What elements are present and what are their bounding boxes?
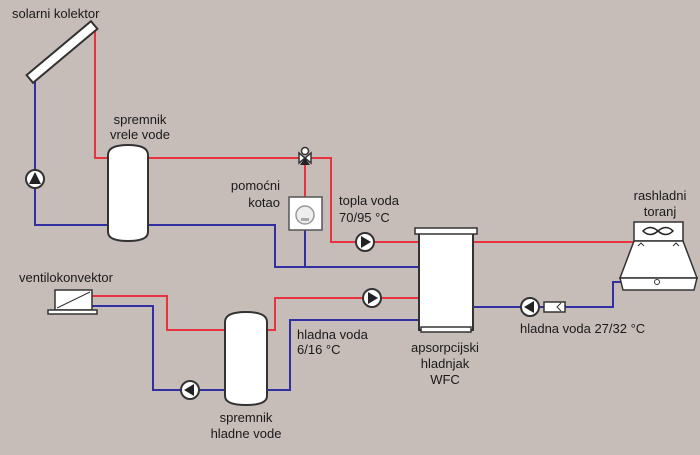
solar-return-pipe — [34, 76, 108, 226]
cold-water-tank — [224, 310, 268, 407]
aux-boiler-label-2: kotao — [248, 195, 280, 210]
aux-boiler-label-1: pomoćni — [230, 178, 280, 193]
solar-pump-icon — [25, 169, 45, 189]
cooling-water-pump-icon — [520, 297, 540, 317]
hot-water-label-1: topla voda — [339, 193, 399, 208]
tank-return-pipe — [148, 224, 418, 268]
solar-collector — [25, 19, 99, 85]
cold-tank-label-1: spremnik — [219, 410, 273, 425]
auxiliary-boiler — [288, 196, 323, 231]
fancoil-hot-pipe — [92, 295, 225, 331]
cooling-tower-label-2: toranj — [643, 204, 677, 219]
cooling-water-label: hladna voda 27/32 °C — [520, 321, 646, 336]
coldtank-to-chiller-pipe — [267, 297, 418, 331]
hot-tank-label-2: vrele vode — [110, 127, 170, 142]
hot-water-pump-icon — [355, 232, 375, 252]
three-way-valve-icon — [298, 146, 312, 165]
cooling-tower-label-1: rashladni — [633, 188, 687, 203]
hot-pipes — [92, 28, 633, 331]
fancoil-cold-pipe — [92, 305, 225, 391]
filter-icon — [543, 301, 566, 313]
coldtank-return-pipe — [267, 319, 418, 391]
fan-coil-unit — [47, 289, 98, 315]
fan-coil-pump-icon — [180, 380, 200, 400]
solar-collector-label: solarni kolektor — [12, 6, 100, 21]
cold-tank-label-2: hladne vode — [210, 426, 282, 441]
fan-coil-label: ventilokonvektor — [19, 270, 113, 285]
solar-supply-pipe — [94, 28, 108, 159]
absorption-chiller — [414, 227, 478, 333]
hot-water-label-2: 70/95 °C — [339, 210, 390, 225]
chiller-label-3: WFC — [430, 372, 460, 387]
cooling-tower — [618, 221, 699, 291]
chilled-water-pump-icon — [362, 288, 382, 308]
hot-tank-label-1: spremnik — [113, 112, 167, 127]
chilled-water-label-2: 6/16 °C — [297, 342, 341, 357]
chilled-water-label-1: hladna voda — [297, 327, 368, 342]
hot-water-tank — [107, 143, 149, 243]
chiller-label-2: hladnjak — [420, 356, 470, 371]
chiller-label-1: apsorpcijski — [411, 340, 479, 355]
